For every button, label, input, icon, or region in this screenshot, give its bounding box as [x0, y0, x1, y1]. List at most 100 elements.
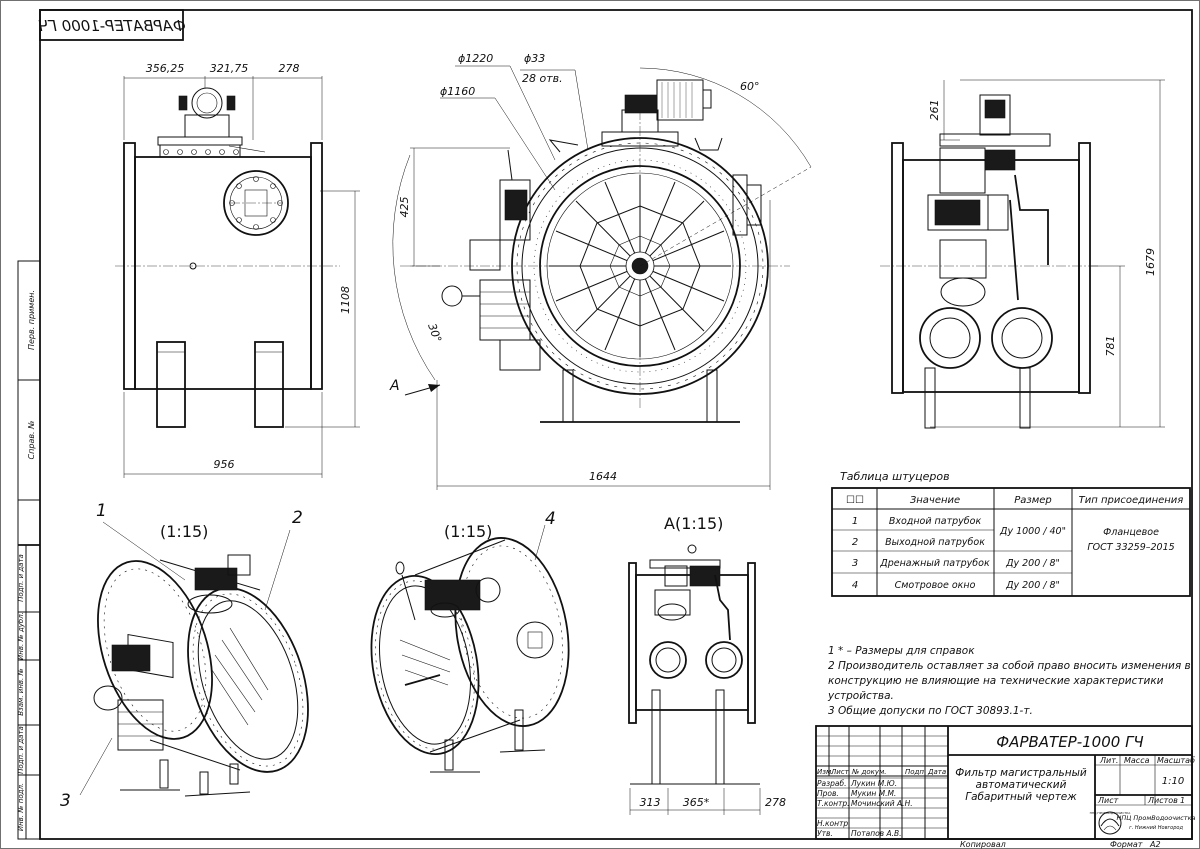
- margin-label-2: Справ. №: [27, 421, 36, 460]
- callout-4: 4: [545, 509, 556, 529]
- bottom-dim-3: 278: [765, 796, 786, 809]
- tb-col-list: Лист: [830, 768, 850, 776]
- tb-name-1: Фильтр магистральный: [955, 767, 1087, 779]
- tb-role-3: Т.контр.: [817, 799, 850, 808]
- tb-person-1: Лукин М.Ю.: [850, 779, 897, 788]
- note-line-1: 1 * – Размеры для справок: [828, 645, 975, 657]
- table-connection-1: Фланцевое: [1103, 527, 1159, 538]
- margin-label-4: Инв. № дубл.: [17, 612, 25, 660]
- footer-format: Формат: [1110, 840, 1143, 849]
- table-merged-size: Ду 1000 / 40": [999, 526, 1066, 537]
- callout-1: 1: [96, 501, 107, 521]
- dim-261: 261: [928, 100, 941, 121]
- iso-view-1: (1:15) 1 2 3: [60, 501, 309, 811]
- logo-text: НПЦ ПРОМВОДООЧИСТКА: [1090, 811, 1132, 815]
- tb-role-2: Пров.: [817, 789, 839, 798]
- table-connection-2: ГОСТ 33259–2015: [1087, 542, 1174, 553]
- tb-person-2: Мукин М.М.: [851, 789, 896, 798]
- tb-company-2: г. Нижний Новгород: [1129, 825, 1183, 831]
- dim-1644: 1644: [589, 470, 617, 483]
- svg-text:ФАРВАТЕР-1000 ГЧ: ФАРВАТЕР-1000 ГЧ: [38, 17, 185, 35]
- margin-label-5: Взам. инв. №: [17, 668, 25, 716]
- table-row4-name: Смотровое окно: [895, 580, 976, 591]
- margin-label-6: Подп. и дата: [17, 726, 25, 774]
- dim-d33: ϕ33: [524, 52, 545, 65]
- front-dim-3: 278: [279, 62, 300, 75]
- table-head-size: Размер: [1014, 495, 1052, 506]
- front-dim-2: 321,75: [210, 62, 249, 75]
- connections-table: Таблица штуцеров ☐☐ Значение Размер Тип …: [831, 470, 1191, 597]
- tb-person-5: Потапов А.В.: [851, 829, 902, 838]
- tb-col-doc: № докум.: [851, 768, 887, 776]
- tb-sheets: Листов: [1147, 796, 1178, 805]
- dim-425: 425: [398, 197, 411, 218]
- title-block: Изм. Лист № докум. Подп. Дата Разраб. Лу…: [815, 725, 1196, 840]
- bottom-dim-1: 313: [640, 796, 661, 809]
- table-row4-num: 4: [852, 580, 858, 591]
- section-arrow-label: A: [389, 378, 400, 394]
- front-dim-height: 1108: [339, 286, 352, 314]
- footer-copied: Копировал: [960, 840, 1006, 849]
- dim-d33-note: 28 отв.: [522, 72, 563, 85]
- tb-col-izm: Изм.: [817, 768, 833, 776]
- iso1-scale: (1:15): [160, 522, 208, 541]
- table-row1-name: Входной патрубок: [889, 516, 982, 527]
- tb-mass: Масса: [1124, 756, 1150, 765]
- table-row3-name: Дренажный патрубок: [879, 558, 990, 569]
- angle-60: 60°: [740, 80, 760, 93]
- view-a: A(1:15) 313 365* 278: [628, 514, 786, 815]
- tb-scale-value: 1:10: [1162, 776, 1184, 787]
- table-row3-num: 3: [852, 558, 858, 569]
- side-view: 1679 261 781: [880, 79, 1165, 429]
- tb-role-5: Утв.: [817, 829, 833, 838]
- callout-2: 2: [292, 508, 303, 528]
- notes: 1 * – Размеры для справок 2 Производител…: [827, 645, 1191, 717]
- company-logo: НПЦ ПРОМВОДООЧИСТКА: [1090, 811, 1132, 835]
- table-head-type: Тип присоединения: [1079, 495, 1184, 506]
- note-line-2: 2 Производитель оставляет за собой право…: [828, 660, 1191, 672]
- tb-name-2: автоматический: [976, 779, 1067, 791]
- main-view: A 60° 30° 425 ϕ1220 ϕ33 28 отв. ϕ1160 16…: [389, 52, 812, 490]
- left-margin-strip: Перв. примен. Справ. № Подп. и дата Инв.…: [17, 260, 41, 840]
- tb-lit: Лит.: [1099, 756, 1118, 765]
- footer: Копировал Формат A2: [960, 840, 1161, 849]
- angle-30: 30°: [425, 322, 444, 345]
- table-row2-name: Выходной патрубок: [885, 537, 985, 548]
- note-line-3: конструкцию не влияющие на технические х…: [828, 675, 1164, 687]
- dim-d1220: ϕ1220: [458, 52, 493, 65]
- dim-d1160: ϕ1160: [440, 85, 475, 98]
- tb-role-4: Н.контр.: [817, 819, 851, 828]
- tb-scale-head: Масштаб: [1157, 756, 1195, 765]
- tb-role-1: Разраб.: [817, 779, 846, 788]
- dim-1679: 1679: [1144, 248, 1157, 276]
- front-dim-width: 956: [214, 458, 235, 471]
- table-row2-num: 2: [852, 537, 858, 548]
- tb-sheet: Лист: [1097, 796, 1119, 805]
- tb-designation: ФАРВАТЕР-1000 ГЧ: [996, 733, 1143, 751]
- dim-781: 781: [1104, 336, 1117, 357]
- tb-company-1: НПЦ ПромВодоочистка: [1117, 814, 1196, 822]
- note-line-5: 3 Общие допуски по ГОСТ 30893.1-т.: [828, 705, 1033, 717]
- tb-sheets-n: 1: [1180, 796, 1185, 805]
- footer-format-value: A2: [1149, 840, 1161, 849]
- mirrored-stamp: ФАРВАТЕР-1000 ГЧ: [38, 9, 186, 41]
- table-head-name: Значение: [910, 495, 960, 506]
- table-row4-size: Ду 200 / 8": [1005, 580, 1060, 591]
- view-a-scale: A(1:15): [664, 514, 723, 533]
- table-row1-num: 1: [852, 516, 858, 527]
- margin-label-1: Перв. примен.: [27, 290, 36, 350]
- tb-col-sign: Подп.: [905, 768, 926, 776]
- margin-label-7: Инв. № подл.: [17, 783, 25, 831]
- note-line-4: устройства.: [827, 690, 894, 702]
- tb-col-date: Дата: [927, 768, 946, 776]
- iso-view-2: (1:15) 4: [370, 509, 570, 773]
- table-title: Таблица штуцеров: [840, 470, 950, 483]
- front-dim-1: 356,25: [146, 62, 185, 75]
- callout-3: 3: [60, 791, 71, 811]
- table-head-num: ☐☐: [846, 495, 864, 506]
- bottom-dim-2: 365*: [683, 796, 710, 809]
- front-view: 356,25 321,75 278 956 1108: [115, 62, 360, 478]
- margin-label-3: Подп. и дата: [17, 554, 25, 602]
- iso2-scale: (1:15): [444, 522, 492, 541]
